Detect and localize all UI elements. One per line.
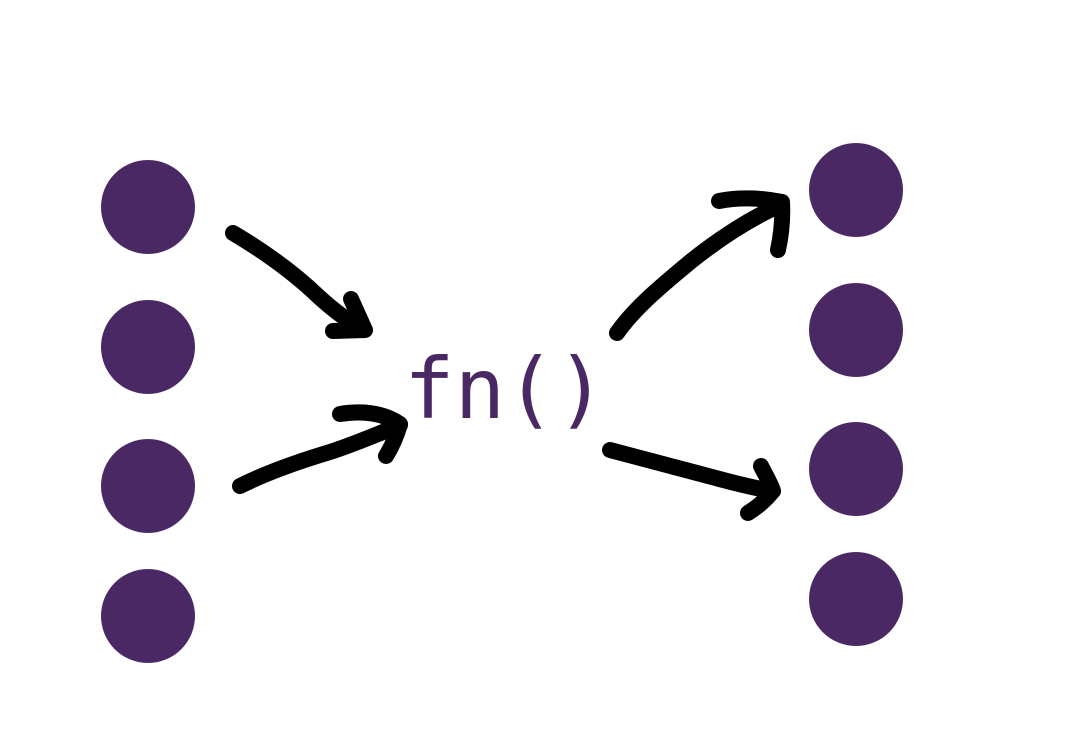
arrow-input-1-to-fn (225, 225, 373, 339)
input-node-1 (101, 160, 195, 254)
arrow-shaft (225, 225, 372, 338)
arrow-fn-to-output-1 (609, 190, 791, 341)
output-node-1 (809, 143, 903, 237)
arrow-head (325, 291, 373, 339)
arrow-shaft (609, 198, 786, 341)
arrow-shaft (602, 442, 780, 499)
arrow-head (740, 458, 781, 521)
arrow-input-3-to-fn (232, 404, 408, 494)
arrow-head (711, 190, 791, 258)
arrow-fn-to-output-3 (602, 442, 781, 521)
arrow-shaft (232, 417, 408, 494)
arrow-head (332, 404, 408, 464)
input-node-4 (101, 569, 195, 663)
output-node-3 (809, 422, 903, 516)
input-node-3 (101, 439, 195, 533)
output-node-2 (809, 283, 903, 377)
output-node-4 (809, 552, 903, 646)
function-label: fn() (404, 340, 606, 438)
input-node-2 (101, 300, 195, 394)
